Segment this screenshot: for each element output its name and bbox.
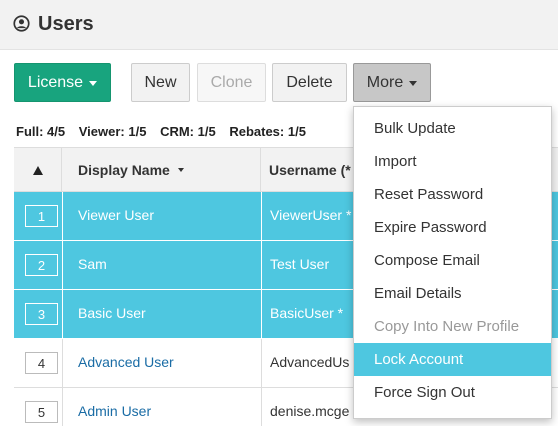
count-viewer: Viewer: 1/5 — [78, 124, 147, 139]
row-number[interactable]: 4 — [25, 352, 58, 374]
menu-item-force-sign-out[interactable]: Force Sign Out — [374, 384, 475, 401]
select-all-sort[interactable] — [14, 148, 62, 192]
username-cell: denise.mcge — [270, 403, 350, 419]
username-cell: AdvancedUs — [270, 354, 350, 370]
row-number[interactable]: 3 — [25, 303, 58, 325]
sort-caret-icon — [177, 168, 184, 172]
license-counts: Full: 4/5 Viewer: 1/5 CRM: 1/5 Rebates: … — [16, 124, 316, 139]
username-cell: ViewerUser * — [270, 207, 352, 223]
table-row[interactable]: 5 Admin User denise.mcge — [14, 388, 558, 426]
more-dropdown-menu: Bulk Update Import Reset Password Expire… — [353, 106, 552, 419]
menu-item-email-details[interactable]: Email Details — [374, 285, 462, 302]
table-row[interactable]: 4 Advanced User AdvancedUs — [14, 339, 558, 388]
menu-item-bulk-update[interactable]: Bulk Update — [374, 120, 456, 137]
display-name-link[interactable]: Viewer User — [78, 207, 154, 223]
delete-button[interactable]: Delete — [272, 63, 347, 102]
more-button[interactable]: More — [353, 63, 431, 102]
username-cell: Test User — [270, 256, 330, 272]
more-button-label: More — [366, 73, 404, 91]
sort-triangle-icon — [32, 165, 43, 175]
menu-item-lock-account[interactable]: Lock Account — [354, 343, 551, 376]
display-name-link[interactable]: Sam — [78, 256, 107, 272]
count-full: Full: 4/5 — [16, 124, 66, 139]
new-button[interactable]: New — [131, 63, 190, 102]
count-crm: CRM: 1/5 — [160, 124, 216, 139]
row-number[interactable]: 1 — [25, 205, 58, 227]
chevron-down-icon — [89, 81, 98, 86]
license-button[interactable]: License — [14, 63, 111, 102]
row-number[interactable]: 2 — [25, 254, 58, 276]
page-title: Users — [38, 13, 94, 35]
menu-item-expire-password[interactable]: Expire Password — [374, 219, 487, 236]
page-header: Users — [0, 0, 558, 50]
menu-item-compose-email[interactable]: Compose Email — [374, 252, 480, 269]
column-header-display-name[interactable]: Display Name — [62, 148, 261, 192]
menu-item-import[interactable]: Import — [374, 153, 417, 170]
row-number[interactable]: 5 — [25, 401, 58, 423]
clone-button[interactable]: Clone — [197, 63, 266, 102]
column-header-username[interactable]: Username (* — [269, 162, 351, 178]
count-rebates: Rebates: 1/5 — [229, 124, 306, 139]
chevron-down-icon — [409, 81, 418, 86]
display-name-link[interactable]: Admin User — [78, 403, 152, 419]
display-name-link[interactable]: Advanced User — [78, 354, 174, 370]
user-circle-icon — [13, 15, 30, 32]
menu-item-copy-into-new-profile: Copy Into New Profile — [374, 318, 520, 335]
menu-item-reset-password[interactable]: Reset Password — [374, 186, 484, 203]
username-cell: BasicUser * — [270, 305, 344, 321]
license-button-label: License — [27, 73, 84, 91]
display-name-link[interactable]: Basic User — [78, 305, 146, 321]
